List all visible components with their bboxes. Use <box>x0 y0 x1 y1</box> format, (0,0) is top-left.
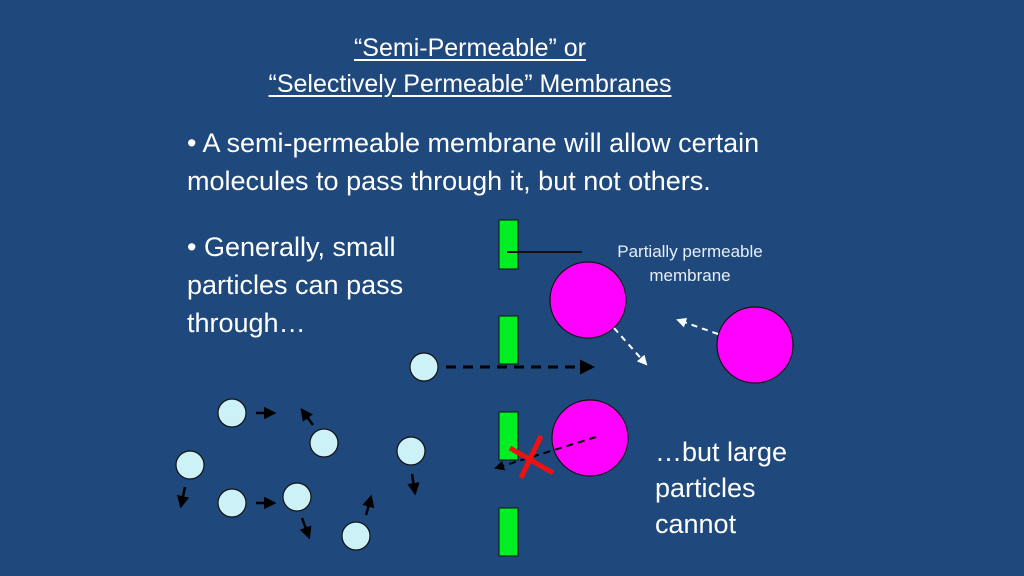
motion-arrow <box>299 517 312 540</box>
bullet-2-line-3: through… <box>187 308 306 338</box>
small-particle <box>217 488 247 518</box>
bullet-1-line-2: molecules to pass through it, but not ot… <box>187 166 711 196</box>
membrane-segment <box>498 315 519 365</box>
small-particle <box>341 521 371 551</box>
membrane-segment <box>498 507 519 557</box>
small-particle <box>217 398 247 428</box>
blocked-cross-icon <box>508 434 555 480</box>
large-note-line-3: cannot <box>655 509 737 539</box>
small-particle <box>282 482 312 512</box>
small-particle <box>175 450 205 480</box>
large-note-line-2: particles <box>655 473 756 503</box>
title-line-1: “Semi-Permeable” or <box>353 34 586 62</box>
small-particle <box>409 352 439 382</box>
motion-arrow <box>300 407 315 426</box>
motion-arrow <box>176 486 190 509</box>
large-particle <box>549 261 627 339</box>
membrane-label-line-1: Partially permeable <box>617 242 763 261</box>
large-note-line-1: …but large <box>655 437 788 467</box>
motion-arrow <box>362 494 375 516</box>
small-particle <box>309 428 339 458</box>
slide-title: “Semi-Permeable” or “Selectively Permeab… <box>200 30 740 102</box>
small-particle <box>396 436 426 466</box>
bullet-2-line-1: • Generally, small <box>187 232 396 262</box>
large-particle-arrow <box>676 317 719 335</box>
large-particle <box>716 306 794 384</box>
motion-arrow <box>407 473 420 496</box>
title-line-2: “Selectively Permeable” Membranes <box>268 70 672 98</box>
bullet-1-line-1: • A semi-permeable membrane will allow c… <box>187 128 760 158</box>
blocked-arrow <box>494 436 597 471</box>
large-particle-arrow <box>613 327 648 366</box>
membrane-label: Partially permeable membrane <box>590 240 790 288</box>
membrane-label-line-2: membrane <box>649 266 731 285</box>
large-particles-note: …but large particles cannot <box>655 434 787 542</box>
bullet-small-particles: • Generally, small particles can pass th… <box>187 228 403 342</box>
bullet-membrane-definition: • A semi-permeable membrane will allow c… <box>187 124 759 200</box>
membrane-segment <box>498 219 519 270</box>
bullet-2-line-2: particles can pass <box>187 270 404 300</box>
